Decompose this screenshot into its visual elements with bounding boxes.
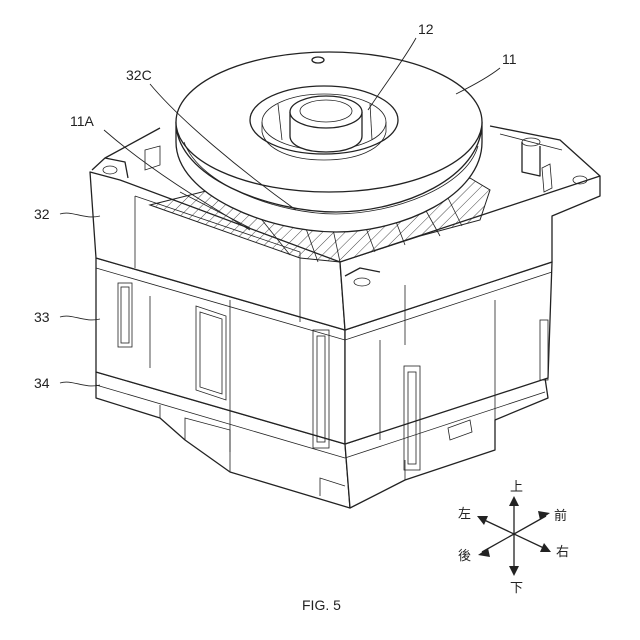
dir-up-label: 上 [510,480,523,495]
dir-left-label: 左 [458,507,471,522]
label-11a: 11A [70,113,95,129]
dir-front-label: 前 [554,508,567,524]
dir-right-label: 右 [556,545,569,560]
label-32: 32 [34,206,50,222]
figure-caption: FIG. 5 [302,597,341,613]
dir-rear-label: 後 [458,549,471,564]
orientation-compass: 上 下 左 右 前 後 [458,480,569,596]
label-12: 12 [418,21,434,37]
label-33: 33 [34,309,50,325]
label-11: 11 [502,51,517,67]
dir-down-label: 下 [510,581,523,596]
label-34: 34 [34,375,50,391]
label-32c: 32C [126,67,152,83]
